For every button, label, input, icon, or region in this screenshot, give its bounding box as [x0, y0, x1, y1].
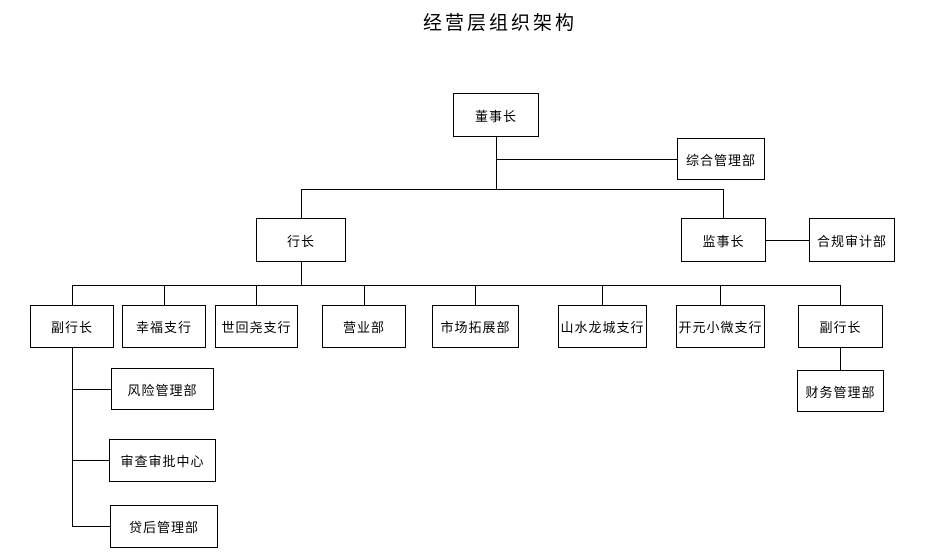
org-node-business-dept: 营业部 [322, 305, 406, 348]
connector-line [840, 348, 841, 370]
connector-line [72, 348, 73, 526]
org-node-label: 审查审批中心 [120, 455, 205, 470]
org-node-review-approval: 审查审批中心 [109, 439, 216, 482]
connector-line [475, 285, 476, 305]
connector-line [840, 285, 841, 305]
chart-title: 经营层组织架构 [422, 12, 577, 34]
org-node-label: 监事长 [702, 234, 745, 250]
org-node-label: 董事长 [474, 109, 517, 125]
connector-line [72, 460, 109, 461]
org-node-label: 山水龙城支行 [560, 321, 645, 336]
connector-line [301, 189, 723, 190]
connector-line [496, 137, 497, 189]
org-node-post-loan-mgmt: 贷后管理部 [110, 505, 218, 548]
org-node-market-expansion: 市场拓展部 [432, 305, 519, 348]
connector-line [720, 285, 721, 305]
org-node-label: 世回尧支行 [221, 321, 292, 336]
org-node-compliance-audit: 合规审计部 [809, 218, 895, 262]
org-node-vp-left: 副行长 [30, 305, 114, 348]
connector-line [164, 285, 165, 305]
connector-line [301, 189, 302, 218]
connector-line [496, 159, 677, 160]
connector-line [723, 189, 724, 218]
org-node-label: 财务管理部 [805, 385, 876, 401]
connector-line [72, 285, 73, 305]
connector-line [72, 285, 840, 286]
org-node-label: 风险管理部 [127, 383, 198, 399]
org-node-chairman: 董事长 [453, 93, 539, 137]
connector-line [364, 285, 365, 305]
org-node-kaiyuan-branch: 开元小微支行 [676, 305, 765, 348]
org-node-label: 营业部 [342, 321, 385, 336]
org-node-vp-right: 副行长 [798, 305, 883, 348]
org-node-label: 贷后管理部 [128, 521, 199, 536]
org-node-president: 行长 [256, 218, 346, 262]
org-node-shihuiyao-branch: 世回尧支行 [215, 305, 298, 348]
connector-line [301, 262, 302, 285]
org-node-finance-mgmt: 财务管理部 [797, 370, 884, 412]
org-node-label: 副行长 [50, 321, 93, 336]
connector-line [72, 526, 110, 527]
org-node-shanshui-branch: 山水龙城支行 [558, 305, 647, 348]
org-node-label: 副行长 [819, 321, 862, 336]
org-node-label: 开元小微支行 [678, 321, 763, 336]
org-node-chief-supervisor: 监事长 [681, 218, 766, 262]
org-node-risk-mgmt: 风险管理部 [111, 368, 214, 410]
org-node-label: 合规审计部 [816, 234, 887, 250]
org-node-label: 市场拓展部 [440, 321, 511, 336]
org-node-xingfu-branch: 幸福支行 [122, 305, 206, 348]
org-node-general-admin: 综合管理部 [677, 138, 765, 180]
connector-line [766, 240, 809, 241]
connector-line [256, 285, 257, 305]
connector-line [72, 389, 111, 390]
org-node-label: 综合管理部 [685, 153, 756, 169]
connector-line [602, 285, 603, 305]
org-node-label: 行长 [286, 234, 315, 250]
org-node-label: 幸福支行 [135, 321, 192, 336]
